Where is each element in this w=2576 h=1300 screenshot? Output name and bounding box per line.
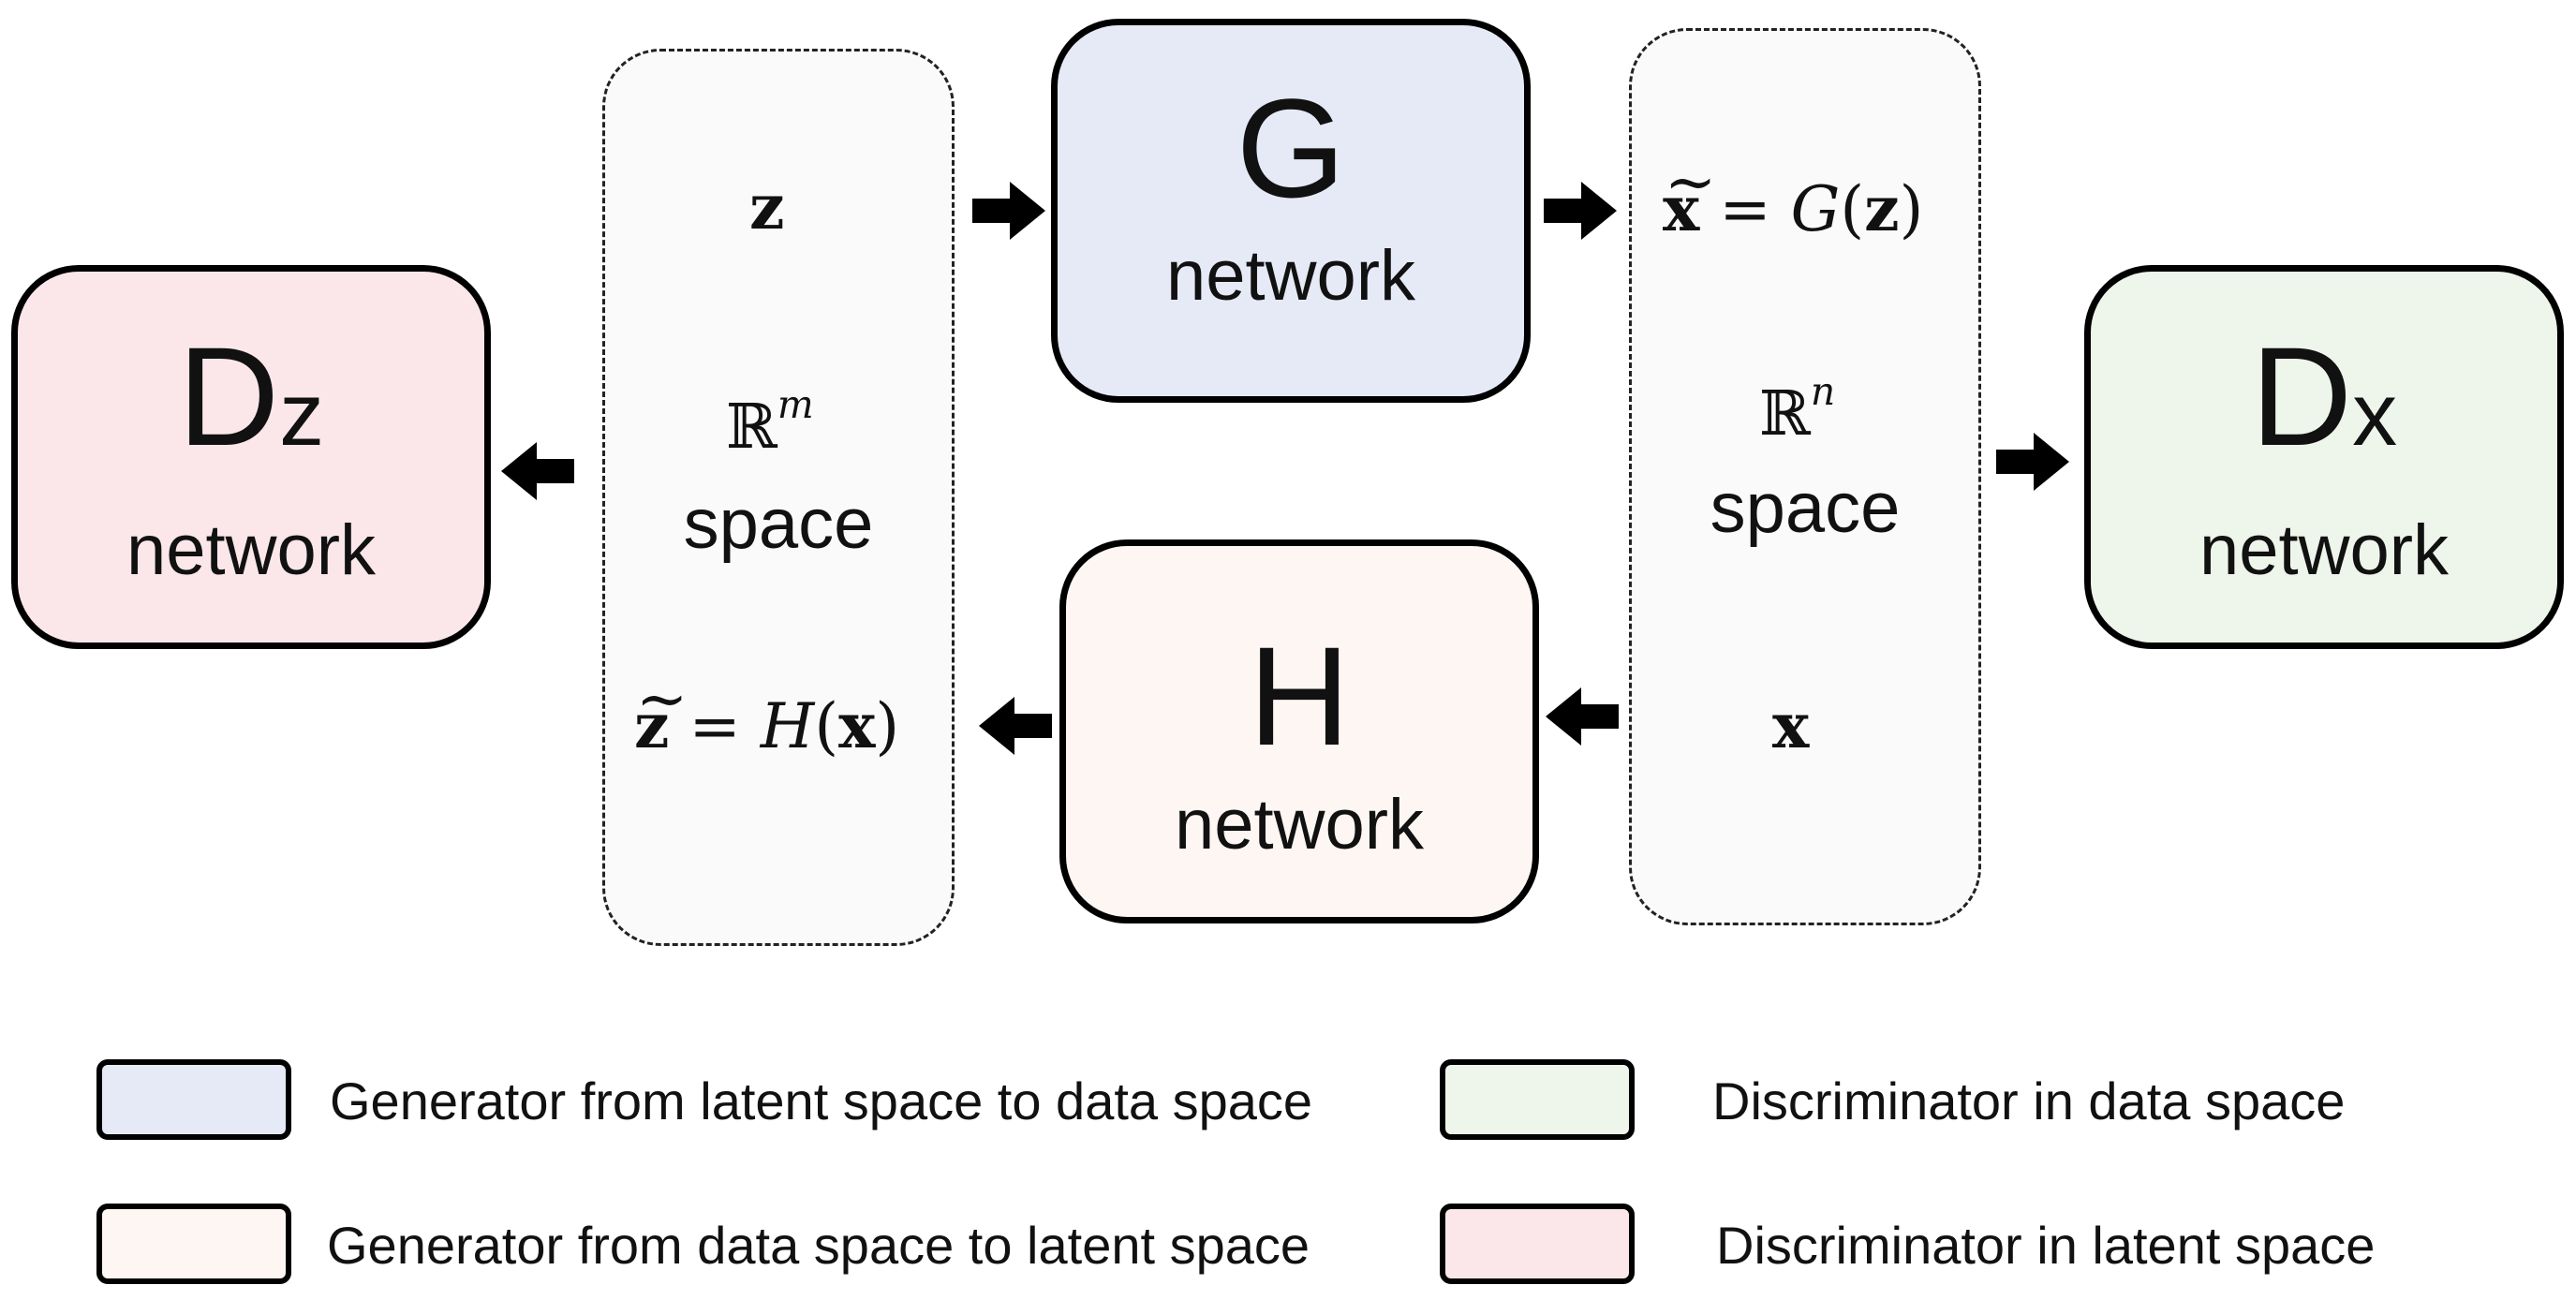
legend-swatch-generator-latent-to-data: [96, 1059, 291, 1140]
g-network-word: network: [1165, 236, 1416, 316]
arrow-right-icon: [972, 182, 1045, 240]
h-letter: H: [1248, 617, 1351, 775]
data-var-x: x: [1772, 689, 1810, 762]
legend-label-discriminator-latent: Discriminator in latent space: [1716, 1216, 2376, 1275]
latent-space-reconstruction: z~ = H(x): [634, 663, 900, 762]
legend-swatch-discriminator-latent: [1440, 1204, 1635, 1284]
latent-var-z: z: [749, 170, 785, 244]
g-network-letter: G: [1058, 78, 1524, 218]
data-space-label: space: [1710, 468, 1901, 548]
data-space-set: ℝn: [1759, 373, 1835, 445]
latent-space-set: ℝm: [726, 386, 814, 458]
dz-subscript: z: [279, 364, 325, 465]
g-function: G: [1790, 173, 1841, 245]
dx-network-box: Dx network: [2084, 265, 2564, 649]
data-space-panel: [1629, 28, 1981, 925]
data-space-real-sample: x: [1772, 695, 1809, 758]
g-argument: z: [1864, 172, 1900, 245]
g-network-box: G network: [1051, 19, 1531, 403]
dx-letter: D: [2250, 318, 2353, 475]
g-letter: G: [1236, 69, 1346, 227]
latent-dimension: m: [777, 382, 814, 427]
legend-label-discriminator-data: Discriminator in data space: [1712, 1071, 2346, 1130]
dz-network-box: Dz network: [11, 265, 491, 649]
arrow-right-icon: [1544, 182, 1617, 240]
h-function: H: [760, 690, 815, 762]
h-network-word: network: [1174, 785, 1425, 864]
data-dimension: n: [1810, 369, 1836, 414]
arrow-left-icon: [979, 697, 1052, 755]
latent-space-label: space: [683, 484, 874, 564]
legend-swatch-discriminator-data: [1440, 1059, 1635, 1140]
h-network-box: H network: [1059, 539, 1539, 923]
data-space-generated: x~ = G(z): [1663, 146, 1924, 245]
legend-label-generator-data-to-latent: Generator from data space to latent spac…: [327, 1216, 1310, 1275]
real-set-symbol-data: ℝ: [1759, 377, 1811, 450]
arrow-left-icon: [1546, 687, 1619, 746]
real-set-symbol: ℝ: [726, 390, 777, 463]
arrow-left-icon: [501, 442, 574, 500]
h-argument: x: [838, 689, 876, 762]
dx-subscript: x: [2352, 364, 2398, 465]
legend-swatch-generator-data-to-latent: [96, 1204, 291, 1284]
dz-network-letter: Dz: [18, 326, 484, 466]
z-tilde: z~: [634, 663, 688, 762]
dx-network-word: network: [2198, 510, 2450, 590]
arrow-right-icon: [1996, 433, 2069, 491]
dz-letter: D: [177, 318, 280, 475]
latent-space-panel: [602, 49, 955, 946]
latent-space-top-variable: z: [749, 176, 784, 239]
dx-network-letter: Dx: [2091, 326, 2557, 466]
legend-label-generator-latent-to-data: Generator from latent space to data spac…: [330, 1071, 1313, 1130]
x-tilde: x~: [1663, 146, 1717, 245]
dz-network-word: network: [126, 510, 377, 590]
h-network-letter: H: [1066, 626, 1532, 766]
